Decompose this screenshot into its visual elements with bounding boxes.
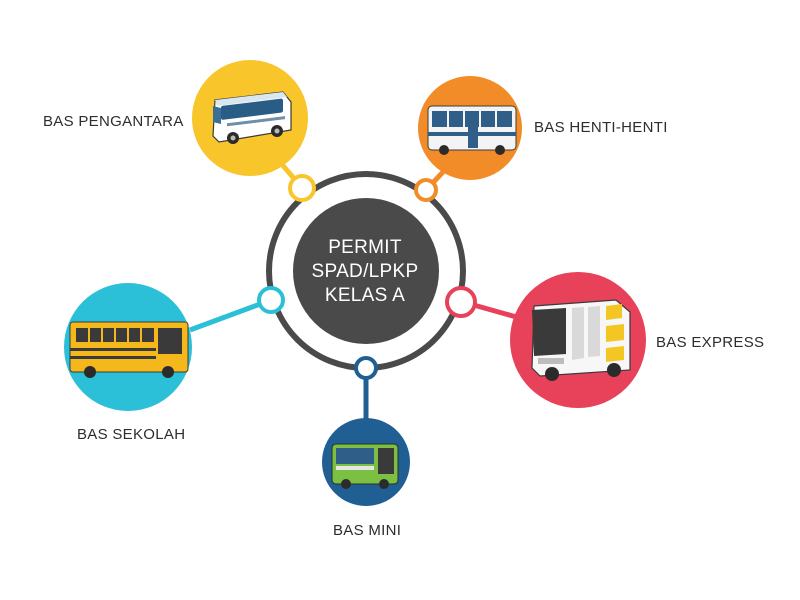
label-bas-henti-henti: BAS HENTI-HENTI [534, 119, 668, 136]
category-bas-mini [322, 418, 410, 506]
hub-title: PERMIT SPAD/LPKP KELAS A [300, 236, 430, 308]
node-bas-pengantara [288, 174, 316, 202]
coach-bus-icon [212, 91, 292, 144]
connector-bas-sekolah [189, 297, 272, 333]
hub-circle [293, 198, 439, 344]
hub-line-2: SPAD/LPKP [311, 261, 419, 282]
label-bas-sekolah: BAS SEKOLAH [77, 426, 186, 443]
category-bas-pengantara [192, 60, 308, 176]
label-bas-express: BAS EXPRESS [656, 334, 765, 351]
express-coach-icon [531, 299, 631, 381]
node-bas-henti-henti [414, 178, 438, 202]
mini-bus-icon [331, 443, 399, 489]
node-bas-express [445, 286, 477, 318]
school-bus-icon [69, 321, 189, 378]
hub-line-3: KELAS A [324, 285, 406, 306]
node-bas-mini [354, 356, 378, 380]
category-bas-henti-henti [418, 76, 522, 180]
label-bas-mini: BAS MINI [333, 522, 402, 539]
hub-line-1: PERMIT [328, 237, 402, 258]
category-bas-sekolah [64, 283, 192, 411]
label-bas-pengantara: BAS PENGANTARA [43, 113, 184, 130]
node-bas-sekolah [257, 286, 285, 314]
city-bus-icon [427, 105, 517, 155]
category-bas-express [510, 272, 646, 408]
